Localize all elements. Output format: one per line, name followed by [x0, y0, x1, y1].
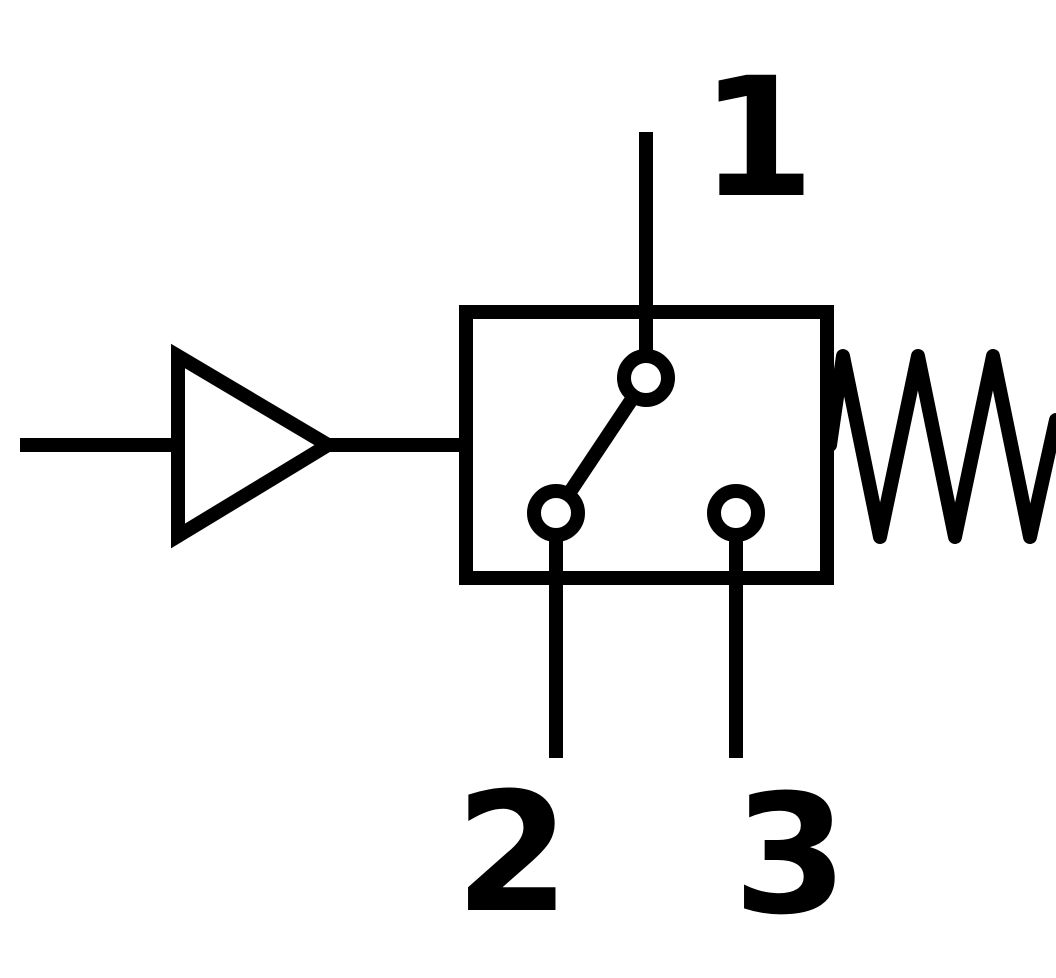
switch-contact-arm [562, 392, 640, 499]
contact-3 [707, 484, 765, 542]
amplifier-triangle [171, 343, 342, 549]
return-spring [823, 349, 1056, 544]
terminal-1-label: 1 [700, 42, 815, 234]
terminal-3-label: 3 [733, 759, 848, 951]
contact-2 [527, 484, 585, 542]
terminal-2-label: 2 [455, 757, 570, 949]
contact-1 [617, 349, 675, 407]
